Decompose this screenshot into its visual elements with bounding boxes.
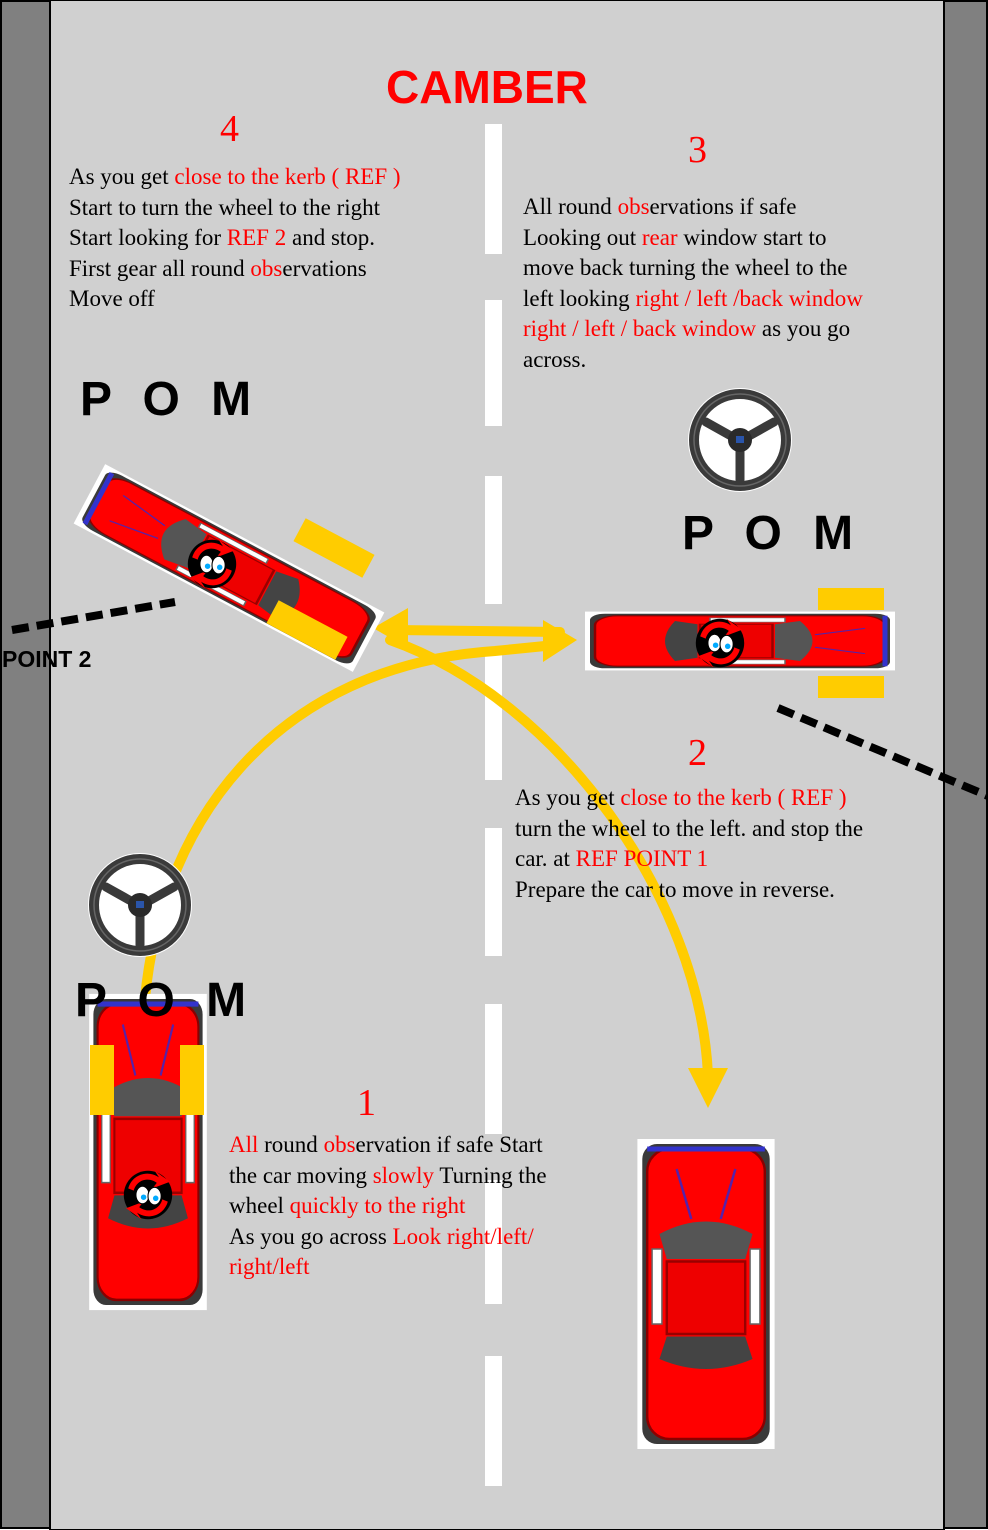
instruction-line: wheel quickly to the right <box>229 1191 547 1222</box>
steering-badge-icon <box>124 1171 172 1219</box>
instruction-text: window start to <box>678 225 827 250</box>
instruction-line: turn the wheel to the left. and stop the <box>515 814 863 845</box>
highlighted-text: obs <box>324 1132 356 1157</box>
highlighted-text: slowly <box>373 1163 434 1188</box>
right-kerb <box>944 1 987 1528</box>
instruction-line: All round observation if safe Start <box>229 1130 547 1161</box>
highlighted-text: right / left / back window <box>523 316 756 341</box>
instruction-text: across. <box>523 347 586 372</box>
steering-badge-icon <box>696 619 744 667</box>
highlighted-text: rear <box>642 225 678 250</box>
highlighted-text: REF POINT 1 <box>576 846 709 871</box>
pom-label: P O M <box>682 506 862 561</box>
instruction-line: Looking out rear window start to <box>523 223 863 254</box>
instruction-line: As you go across Look right/left/ <box>229 1222 547 1253</box>
step-number: 1 <box>357 1083 376 1123</box>
wheel-marker <box>90 1045 114 1115</box>
highlighted-text: close to the kerb ( REF ) <box>174 164 400 189</box>
instruction-text: wheel <box>229 1193 290 1218</box>
instruction-text: ervations if safe <box>650 194 797 219</box>
instruction-text: round <box>258 1132 323 1157</box>
path-arrow-reverse <box>395 630 560 632</box>
instruction-line: Start looking for REF 2 and stop. <box>69 223 401 254</box>
instruction-line: Move off <box>69 284 401 315</box>
highlighted-text: right / left /back window <box>635 286 862 311</box>
instruction-text: as you go <box>756 316 850 341</box>
instruction-line: move back turning the wheel to the <box>523 253 863 284</box>
point-2-label: POINT 2 <box>2 646 91 673</box>
instruction-text: First gear all round <box>69 256 250 281</box>
instruction-text: ervations <box>282 256 366 281</box>
highlighted-text: obs <box>250 256 282 281</box>
instruction-text: Start to turn the wheel to the right <box>69 195 380 220</box>
highlighted-text: Look right/left/ <box>393 1224 534 1249</box>
highlighted-text: right/left <box>229 1254 309 1279</box>
instruction-text: ervation if safe Start <box>356 1132 543 1157</box>
highlighted-text: close to the kerb ( REF ) <box>620 785 846 810</box>
instruction-line: As you get close to the kerb ( REF ) <box>69 162 401 193</box>
pom-label: P O M <box>75 973 255 1028</box>
instruction-text: Move off <box>69 286 155 311</box>
instruction-text: Turning the <box>434 1163 546 1188</box>
step-number: 3 <box>688 130 707 170</box>
page-title: CAMBER <box>386 60 588 114</box>
instruction-line: left looking right / left /back window <box>523 284 863 315</box>
steering-wheel-icon <box>88 853 192 957</box>
highlighted-text: All <box>229 1132 258 1157</box>
instruction-line: the car moving slowly Turning the <box>229 1161 547 1192</box>
instruction-text: As you get <box>69 164 174 189</box>
instruction-line: Start to turn the wheel to the right <box>69 193 401 224</box>
instruction-line: Prepare the car to move in reverse. <box>515 875 863 906</box>
wheel-marker <box>818 588 884 610</box>
instruction-text: As you go across <box>229 1224 393 1249</box>
instruction-line: right/left <box>229 1252 547 1283</box>
highlighted-text: quickly to the right <box>290 1193 466 1218</box>
highlighted-text: obs <box>618 194 650 219</box>
instruction-text: Start looking for <box>69 225 227 250</box>
car-position-4 <box>637 1139 774 1449</box>
wheel-marker <box>818 676 884 698</box>
instruction-text: move back turning the wheel to the <box>523 255 847 280</box>
instruction-text: All round <box>523 194 618 219</box>
instruction-text: the car moving <box>229 1163 373 1188</box>
step-4-text: As you get close to the kerb ( REF )Star… <box>69 162 401 315</box>
instruction-text: car. at <box>515 846 576 871</box>
instruction-text: Prepare the car to move in reverse. <box>515 877 835 902</box>
pom-label: P O M <box>80 372 260 427</box>
instruction-line: First gear all round observations <box>69 254 401 285</box>
instruction-text: left looking <box>523 286 635 311</box>
steering-badge-icon <box>188 540 236 588</box>
instruction-text: As you get <box>515 785 620 810</box>
step-number: 2 <box>688 733 707 773</box>
step-number: 4 <box>220 109 239 149</box>
car-position-1 <box>89 994 207 1310</box>
instruction-line: car. at REF POINT 1 <box>515 844 863 875</box>
step-2-text: As you get close to the kerb ( REF )turn… <box>515 783 863 905</box>
instruction-text: turn the wheel to the left. and stop the <box>515 816 863 841</box>
instruction-line: All round observations if safe <box>523 192 863 223</box>
left-kerb <box>1 1 50 1528</box>
instruction-text: Looking out <box>523 225 642 250</box>
highlighted-text: REF 2 <box>227 225 286 250</box>
instruction-text: and stop. <box>286 225 375 250</box>
instruction-line: right / left / back window as you go <box>523 314 863 345</box>
steering-wheel-icon <box>688 388 792 492</box>
instruction-line: across. <box>523 345 863 376</box>
wheel-marker <box>180 1045 204 1115</box>
instruction-line: As you get close to the kerb ( REF ) <box>515 783 863 814</box>
